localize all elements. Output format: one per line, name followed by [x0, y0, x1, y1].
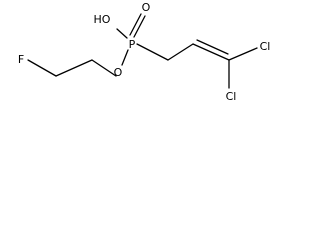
phosphorus-label: P	[129, 38, 136, 51]
bond-ch-cbr-1	[192, 43, 230, 61]
ester-oxygen-label: O	[114, 66, 123, 79]
bond-p-oxo-1	[129, 13, 142, 36]
bond-c-cl-top	[228, 47, 258, 61]
structure-diagram: HO P O O F Cl Cl	[18, 1, 271, 103]
bond-ch-cbr-2	[196, 39, 229, 55]
oxo-oxygen-label: O	[142, 1, 151, 14]
bond-ch2-ch	[167, 43, 194, 61]
bond-p-ch2	[136, 43, 169, 61]
fluorine-label: F	[18, 53, 24, 66]
chlorine-bottom-label: Cl	[226, 90, 237, 103]
hydroxyl-label: HO	[94, 13, 111, 26]
bond-o-ch2	[91, 59, 117, 77]
chlorine-top-label: Cl	[260, 40, 271, 53]
bond-p-oxo-2	[133, 15, 146, 38]
bond-p-oh	[116, 28, 128, 39]
bond-ch2-ch2	[55, 59, 93, 77]
bond-p-ester-o	[121, 49, 129, 66]
bond-ch2-f	[27, 59, 57, 77]
